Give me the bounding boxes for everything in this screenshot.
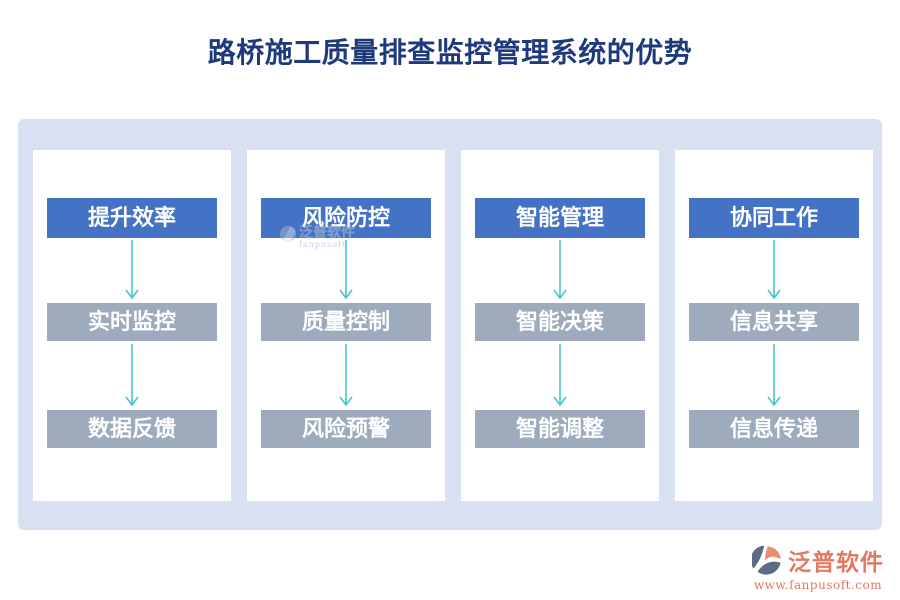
advantage-column-4: 协同工作 信息共享 信息传递 — [675, 150, 873, 501]
down-arrow-icon — [767, 240, 781, 300]
column-item: 智能调整 — [475, 410, 645, 448]
down-arrow-icon — [553, 344, 567, 407]
down-arrow-icon — [339, 240, 353, 300]
footer-url: www.fanpusoft.com — [753, 578, 883, 592]
down-arrow-icon — [125, 240, 139, 300]
down-arrow-icon — [125, 344, 139, 407]
column-header: 提升效率 — [47, 198, 217, 238]
column-item: 智能决策 — [475, 303, 645, 341]
column-header: 风险防控 — [261, 198, 431, 238]
column-header: 协同工作 — [689, 198, 859, 238]
column-item: 信息传递 — [689, 410, 859, 448]
advantage-column-2: 风险防控 质量控制 风险预警 — [247, 150, 445, 501]
column-item: 质量控制 — [261, 303, 431, 341]
down-arrow-icon — [553, 240, 567, 300]
column-item: 实时监控 — [47, 303, 217, 341]
fanpu-logo-icon — [752, 545, 781, 575]
footer-brand-block: 泛普软件 www.fanpusoft.com — [752, 543, 884, 592]
footer-brand-name: 泛普软件 — [788, 549, 884, 576]
advantages-panel: 提升效率 实时监控 数据反馈 风险防控 质量控制 风险预警 智能管理 智能决策 … — [18, 119, 882, 530]
page-title: 路桥施工质量排查监控管理系统的优势 — [207, 36, 693, 69]
column-header: 智能管理 — [475, 198, 645, 238]
down-arrow-icon — [339, 344, 353, 407]
advantage-column-3: 智能管理 智能决策 智能调整 — [461, 150, 659, 501]
down-arrow-icon — [767, 344, 781, 407]
column-item: 数据反馈 — [47, 410, 217, 448]
advantage-column-1: 提升效率 实时监控 数据反馈 — [33, 150, 231, 501]
column-item: 信息共享 — [689, 303, 859, 341]
column-item: 风险预警 — [261, 410, 431, 448]
